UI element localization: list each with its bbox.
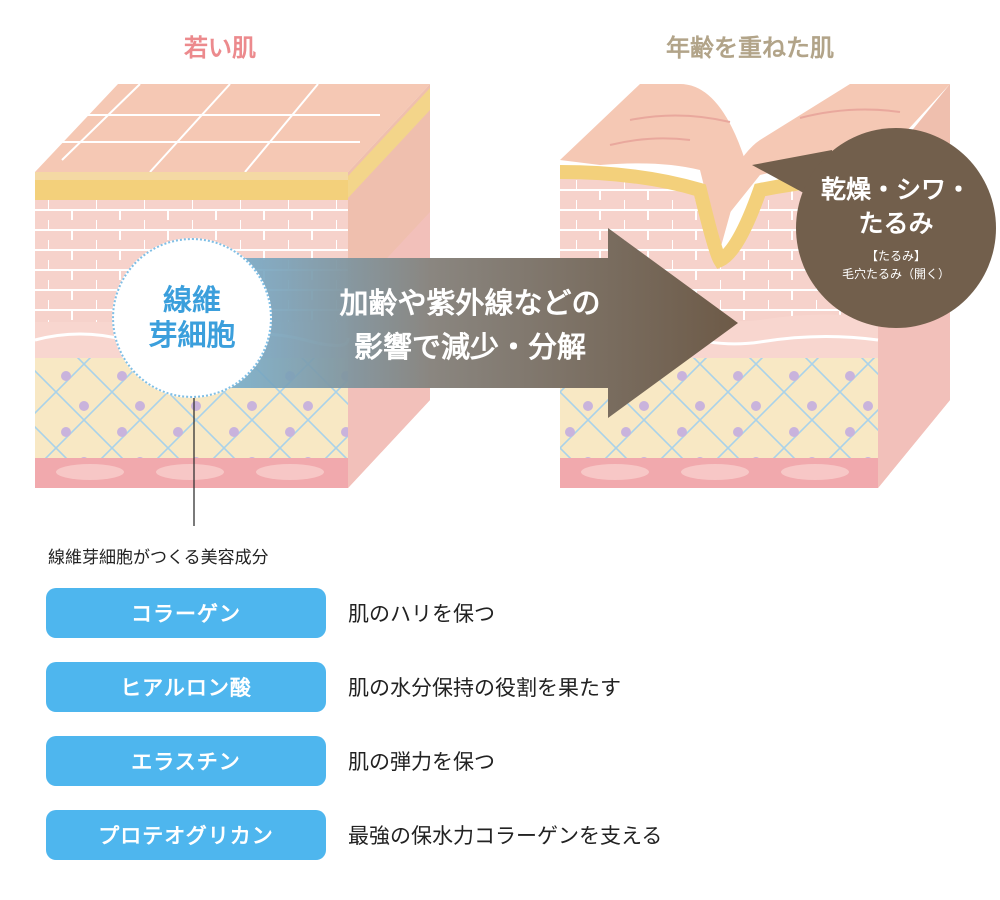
aged-skin-title: 年齢を重ねた肌: [666, 34, 834, 62]
component-description: 肌のハリを保つ: [348, 602, 495, 626]
component-name-badge: ヒアルロン酸: [46, 662, 326, 712]
bubble-sub1: 【たるみ】: [865, 248, 926, 263]
process-arrow: [180, 228, 738, 418]
component-name-badge: プロテオグリカン: [46, 810, 326, 860]
component-name-badge: エラスチン: [46, 736, 326, 786]
component-row: ヒアルロン酸 肌の水分保持の役割を果たす: [46, 662, 846, 712]
bubble-sub2: 毛穴たるみ（開く）: [841, 266, 950, 281]
components-heading: 線維芽細胞がつくる美容成分: [48, 548, 269, 568]
fibroblast-circle: 線維 芽細胞: [112, 238, 272, 398]
bubble-line1: 乾燥・シワ・: [820, 175, 971, 205]
component-name-badge: コラーゲン: [46, 588, 326, 638]
fibroblast-label-line1: 線維: [162, 283, 221, 318]
component-row: コラーゲン 肌のハリを保つ: [46, 588, 846, 638]
aging-effects-bubble: 乾燥・シワ・ たるみ 【たるみ】 毛穴たるみ（開く）: [796, 128, 996, 328]
component-description: 最強の保水力コラーゲンを支える: [348, 824, 663, 848]
fibroblast-label-line2: 芽細胞: [148, 318, 236, 352]
arrow-caption-line1: 加齢や紫外線などの: [339, 286, 601, 320]
young-skin-title: 若い肌: [184, 34, 256, 62]
arrow-caption: 加齢や紫外線などの 影響で減少・分解: [280, 282, 660, 369]
component-row: エラスチン 肌の弾力を保つ: [46, 736, 846, 786]
component-description: 肌の水分保持の役割を果たす: [348, 676, 621, 700]
component-description: 肌の弾力を保つ: [348, 750, 495, 774]
arrow-caption-line2: 影響で減少・分解: [353, 329, 586, 364]
component-row: プロテオグリカン 最強の保水力コラーゲンを支える: [46, 810, 846, 860]
bubble-line2: たるみ: [858, 209, 934, 238]
